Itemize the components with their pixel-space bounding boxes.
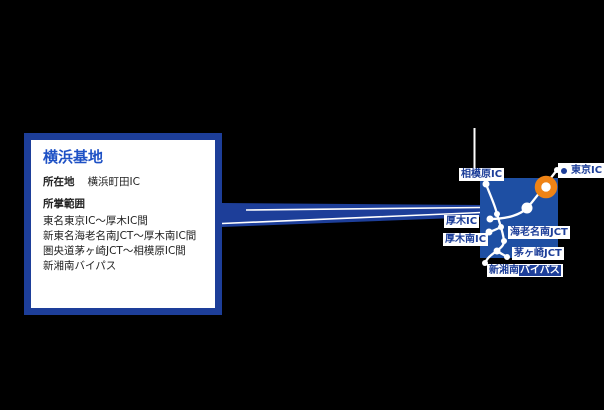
shinshonan-label-part1: 新湘南 — [489, 265, 519, 276]
map-label-shinshonan-bypass: 新湘南バイパス — [487, 264, 563, 277]
bottom-end-dot — [482, 260, 488, 266]
atsugi-ic-dot — [486, 215, 494, 223]
mid-junction-dot — [501, 238, 507, 244]
base-info-box: 横浜基地 所在地横浜町田IC 所掌範囲 東名東京IC〜厚木IC間 新東名海老名南… — [24, 133, 222, 315]
scope-item: 新湘南バイパス — [43, 260, 117, 272]
shinshonan-label-part2: バイパス — [519, 265, 561, 276]
scope-label: 所掌範囲 — [43, 198, 85, 210]
chigasaki-jct-dot — [493, 247, 501, 255]
junction-dots — [482, 167, 560, 266]
callout-beam — [222, 203, 482, 227]
tokyo-ic-label-text: 東京IC — [571, 165, 603, 176]
marker-hole — [541, 182, 551, 192]
bypass-spur-dot — [504, 254, 510, 260]
callout-beam-line-top — [245, 206, 482, 211]
map-label-chigasaki-jct: 茅ヶ崎JCT — [512, 247, 564, 260]
base-location-marker — [534, 175, 558, 199]
map-label-tokyo-ic: 東京IC — [558, 163, 604, 178]
crossing-dot — [494, 211, 500, 217]
scope-item: 圏央道茅ヶ崎JCT〜相模原IC間 — [43, 245, 186, 257]
map-label-atsugi-minami-ic: 厚木南IC — [443, 233, 489, 246]
marker-ring-icon — [534, 175, 558, 199]
scope-item: 新東名海老名南JCT〜厚木南IC間 — [43, 230, 197, 242]
map-label-ebina-minami-jct: 海老名南JCT — [508, 226, 570, 239]
map-label-sagamihara-ic: 相模原IC — [459, 168, 505, 181]
base-title: 横浜基地 — [43, 148, 104, 166]
major-junction-dot — [521, 202, 533, 214]
tokyo-ic-bullet-icon — [561, 167, 567, 174]
ebina-minami-jct-dot — [498, 224, 504, 230]
location-value: 横浜町田IC — [87, 176, 140, 188]
scope-item: 東名東京IC〜厚木IC間 — [43, 215, 148, 227]
location-label: 所在地 — [43, 176, 75, 188]
sagamihara-ic-dot — [482, 180, 490, 188]
callout-beam-line-bottom — [221, 211, 482, 225]
location-row: 所在地横浜町田IC — [43, 176, 205, 189]
map-label-atsugi-ic: 厚木IC — [444, 215, 480, 228]
